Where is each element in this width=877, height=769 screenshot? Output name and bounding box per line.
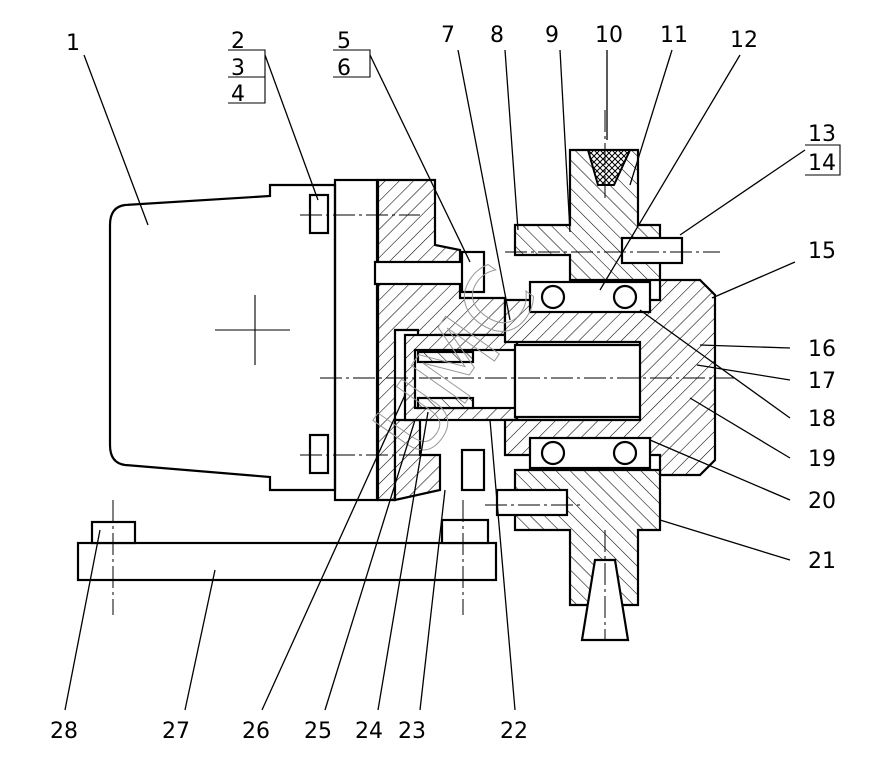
callout-21: 21 (808, 549, 836, 574)
bolt-head-4 (308, 433, 330, 475)
callout-box-5-6 (333, 49, 371, 78)
callout-26: 26 (242, 719, 270, 744)
callout-24: 24 (355, 719, 383, 744)
callout-17: 17 (808, 369, 836, 394)
callout-7: 7 (441, 23, 455, 48)
v-belt (586, 149, 632, 186)
callout-10: 10 (595, 23, 623, 48)
callout-9: 9 (545, 23, 559, 48)
callout-3: 3 (231, 56, 245, 81)
callout-11: 11 (660, 23, 688, 48)
callout-1: 1 (66, 31, 80, 56)
motor-center-mark (215, 295, 290, 365)
callout-22: 22 (500, 719, 528, 744)
callout-12: 12 (730, 28, 758, 53)
motor-body (108, 183, 337, 492)
callout-19: 19 (808, 447, 836, 472)
base-bolt-right (440, 518, 490, 545)
key-sleeve-low (416, 396, 475, 410)
callout-23: 23 (398, 719, 426, 744)
callout-27: 27 (162, 719, 190, 744)
key-sleeve (416, 350, 475, 364)
callout-13: 13 (808, 122, 836, 147)
callout-box-13-14 (805, 144, 841, 176)
bolt-head-23 (460, 448, 486, 492)
callout-box-2-4 (228, 49, 266, 104)
callout-20: 20 (808, 489, 836, 514)
callout-25: 25 (304, 719, 332, 744)
callout-14: 14 (808, 151, 836, 176)
callout-8: 8 (490, 23, 504, 48)
callout-4: 4 (231, 82, 245, 107)
screw-13 (620, 236, 684, 265)
bolt-head-2 (308, 193, 330, 235)
leader-lines (64, 49, 806, 711)
callout-28: 28 (50, 719, 78, 744)
callout-15: 15 (808, 239, 836, 264)
callout-6: 6 (337, 56, 351, 81)
callout-18: 18 (808, 407, 836, 432)
center-line-bolt (112, 110, 720, 640)
bearings (528, 280, 652, 470)
base-plate (76, 541, 498, 582)
callout-2: 2 (231, 29, 245, 54)
screw-lower (495, 488, 569, 517)
callout-16: 16 (808, 337, 836, 362)
adapter-plate (333, 178, 379, 502)
bolt-head-5 (460, 250, 486, 294)
callout-5: 5 (337, 29, 351, 54)
